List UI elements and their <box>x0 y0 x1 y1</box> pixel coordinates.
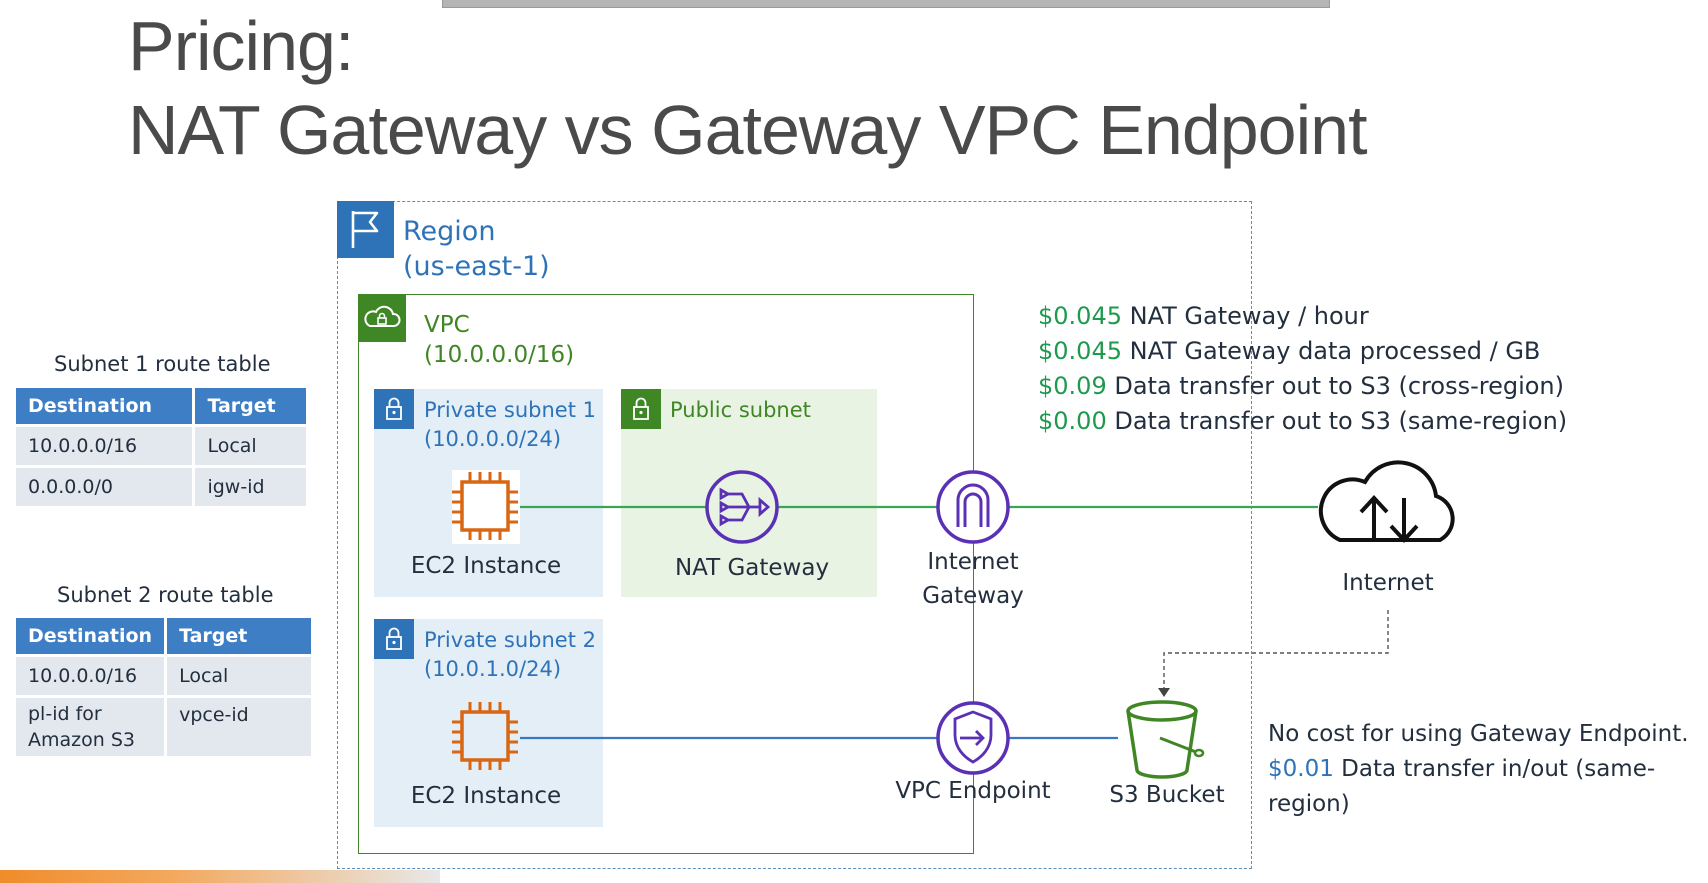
price-value: $0.045 <box>1038 337 1122 365</box>
lock-icon <box>374 619 414 659</box>
price-value: $0.00 <box>1038 407 1107 435</box>
rt2-cell: pl-id for Amazon S3 <box>16 698 165 756</box>
price-value: $0.09 <box>1038 372 1107 400</box>
internet-gateway-label-line2: Gateway <box>922 583 1024 609</box>
internet-gateway-label-line1: Internet <box>927 549 1019 575</box>
region-boundary <box>337 201 1252 869</box>
region-code: (us-east-1) <box>403 251 550 282</box>
region-label: Region (us-east-1) <box>403 214 550 284</box>
region-name: Region <box>403 216 496 247</box>
endpoint-note-line1: No cost for using Gateway Endpoint. <box>1268 721 1689 747</box>
rt1-cell: 10.0.0.0/16 <box>16 427 193 465</box>
private-subnet-2-name: Private subnet 2 <box>424 628 596 652</box>
price-text: NAT Gateway data processed / GB <box>1129 337 1541 365</box>
rt2-header-destination: Destination <box>16 618 165 654</box>
nat-price-line: $0.045 NAT Gateway data processed / GB <box>1038 337 1540 365</box>
nat-gateway-icon <box>705 470 779 544</box>
internet-gateway-label: Internet Gateway <box>903 545 1043 613</box>
rt1-cell: 0.0.0.0/0 <box>16 468 193 506</box>
arrow-head-icon <box>1158 688 1170 697</box>
nat-price-line: $0.00 Data transfer out to S3 (same-regi… <box>1038 407 1567 435</box>
ec2-chip-icon <box>452 470 520 544</box>
rt2-cell: Local <box>164 657 311 695</box>
price-value: $0.01 <box>1268 756 1334 782</box>
bottom-decoration <box>0 870 440 883</box>
flag-icon <box>337 201 394 258</box>
internet-label: Internet <box>1342 570 1434 596</box>
rt1-cell: igw-id <box>192 468 306 506</box>
nat-price-line: $0.09 Data transfer out to S3 (cross-reg… <box>1038 372 1564 400</box>
route-table-1-caption: Subnet 1 route table <box>54 352 271 376</box>
route-table-2-caption: Subnet 2 route table <box>57 583 274 607</box>
lock-icon <box>374 389 414 429</box>
nat-gateway-label: NAT Gateway <box>674 555 830 581</box>
top-bar-decoration <box>442 0 1330 8</box>
ec2-instance-1-label: EC2 Instance <box>410 553 562 579</box>
title-line-2: NAT Gateway vs Gateway VPC Endpoint <box>128 91 1368 169</box>
endpoint-note-line2: $0.01 Data transfer in/out (same- <box>1268 751 1655 787</box>
price-value: $0.045 <box>1038 302 1122 330</box>
price-text: Data transfer out to S3 (cross-region) <box>1114 372 1565 400</box>
rt2-cell: 10.0.0.0/16 <box>16 657 165 695</box>
public-subnet-label: Public subnet <box>670 398 811 422</box>
private-subnet-1-label: Private subnet 1 (10.0.0.0/24) <box>424 396 596 454</box>
private-subnet-1-name: Private subnet 1 <box>424 398 596 422</box>
ec2-instance-2-label: EC2 Instance <box>410 783 562 809</box>
private-subnet-2-cidr: (10.0.1.0/24) <box>424 657 562 681</box>
vpc-endpoint-label: VPC Endpoint <box>895 778 1051 804</box>
private-subnet-1-cidr: (10.0.0.0/24) <box>424 427 562 451</box>
ec2-chip-icon <box>452 702 518 770</box>
vpc-label: VPC (10.0.0.0/16) <box>424 310 574 370</box>
endpoint-note-line3: region) <box>1268 791 1350 817</box>
cloud-lock-icon <box>358 294 406 342</box>
title-line-1: Pricing: <box>128 7 354 85</box>
internet-cloud-icon <box>1318 460 1455 543</box>
vpc-boundary <box>358 294 974 854</box>
s3-bucket-icon <box>1118 700 1206 779</box>
rt1-header-destination: Destination <box>16 388 193 424</box>
lock-icon <box>621 389 661 429</box>
vpc-cidr: (10.0.0.0/16) <box>424 342 575 368</box>
vpc-name: VPC <box>424 312 470 338</box>
rt1-header-target: Target <box>192 388 306 424</box>
vpc-endpoint-icon <box>936 701 1010 775</box>
internet-gateway-icon <box>936 470 1010 544</box>
price-text: Data transfer out to S3 (same-region) <box>1114 407 1568 435</box>
private-subnet-2-label: Private subnet 2 (10.0.1.0/24) <box>424 626 596 684</box>
rt2-cell: vpce-id <box>164 698 311 756</box>
price-text: Data transfer in/out (same- <box>1341 756 1656 782</box>
rt2-header-target: Target <box>164 618 311 654</box>
rt1-cell: Local <box>192 427 306 465</box>
price-text: NAT Gateway / hour <box>1129 302 1369 330</box>
nat-price-line: $0.045 NAT Gateway / hour <box>1038 302 1369 330</box>
internet-to-s3-dashed-line <box>1163 610 1389 690</box>
s3-bucket-label: S3 Bucket <box>1109 782 1225 808</box>
